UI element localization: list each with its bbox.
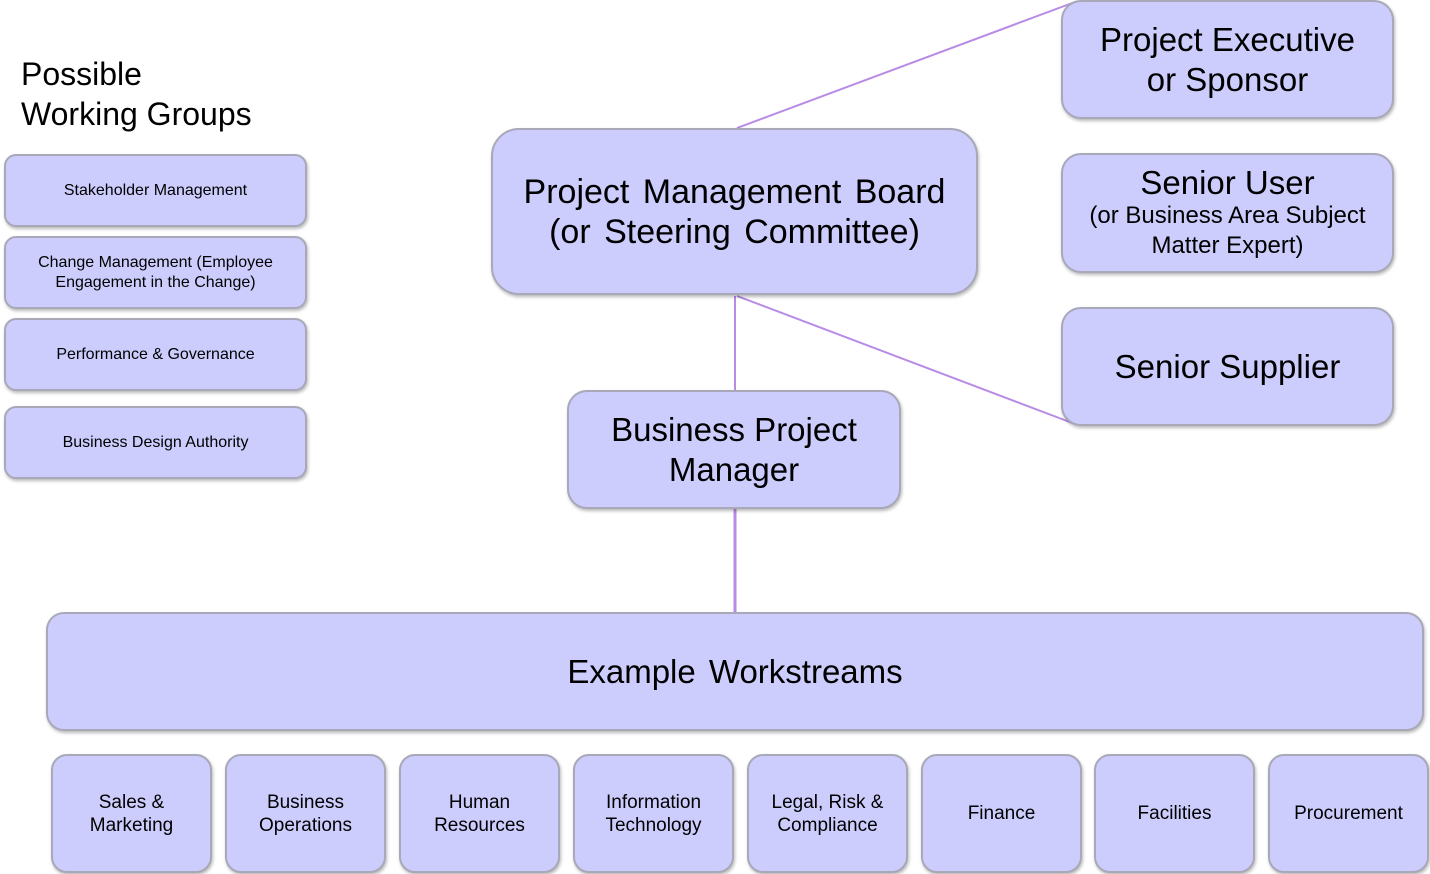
workstream-label: Business Operations: [259, 791, 352, 836]
project-executive-label: Project Executive or Sponsor: [1100, 20, 1355, 98]
working-group-label: Stakeholder Management: [63, 181, 248, 199]
workstream-label: Procurement: [1294, 803, 1403, 824]
business-project-manager-label: Business Project Manager: [611, 410, 857, 488]
working-groups-heading: Possible Working Groups: [21, 56, 252, 132]
senior-user-box: Senior User (or Business Area Subject Ma…: [1061, 153, 1394, 273]
project-management-board-box: Project Management Board (or Steering Co…: [491, 128, 978, 295]
workstream-label: Information Technology: [605, 791, 702, 836]
connector-board-to-executive: [736, 1, 1076, 129]
working-group-business-design-authority: Business Design Authority: [4, 406, 307, 479]
working-group-performance-governance: Performance & Governance: [4, 318, 307, 391]
working-group-label: Performance & Governance: [56, 345, 255, 363]
working-group-label: Change Management (Employee Engagement i…: [38, 253, 273, 291]
senior-supplier-box: Senior Supplier: [1061, 307, 1394, 426]
working-group-stakeholder-management: Stakeholder Management: [4, 154, 307, 227]
workstream-label: Sales & Marketing: [89, 791, 174, 836]
senior-user-title: Senior User: [1140, 164, 1315, 201]
example-workstreams-box: Example Workstreams: [46, 612, 1424, 731]
workstream-information-technology: Information Technology: [573, 754, 734, 873]
workstream-label: Legal, Risk & Compliance: [771, 791, 884, 836]
example-workstreams-label: Example Workstreams: [567, 652, 903, 690]
workstream-legal-risk-compliance: Legal, Risk & Compliance: [747, 754, 908, 873]
project-management-board-label: Project Management Board (or Steering Co…: [523, 172, 946, 251]
senior-user-subtitle: (or Business Area Subject Matter Expert): [1089, 202, 1366, 259]
workstream-label: Finance: [967, 803, 1036, 824]
business-project-manager-box: Business Project Manager: [567, 390, 901, 509]
workstream-facilities: Facilities: [1094, 754, 1255, 873]
workstream-sales-marketing: Sales & Marketing: [51, 754, 212, 873]
workstream-business-operations: Business Operations: [225, 754, 386, 873]
workstream-label: Facilities: [1137, 803, 1212, 824]
workstream-finance: Finance: [921, 754, 1082, 873]
connector-board-to-supplier: [736, 295, 1076, 425]
working-group-label: Business Design Authority: [62, 433, 249, 451]
working-group-change-management: Change Management (Employee Engagement i…: [4, 236, 307, 309]
workstream-human-resources: Human Resources: [399, 754, 560, 873]
project-executive-box: Project Executive or Sponsor: [1061, 0, 1394, 119]
senior-supplier-label: Senior Supplier: [1114, 347, 1341, 385]
workstream-procurement: Procurement: [1268, 754, 1429, 873]
workstream-label: Human Resources: [434, 791, 525, 836]
